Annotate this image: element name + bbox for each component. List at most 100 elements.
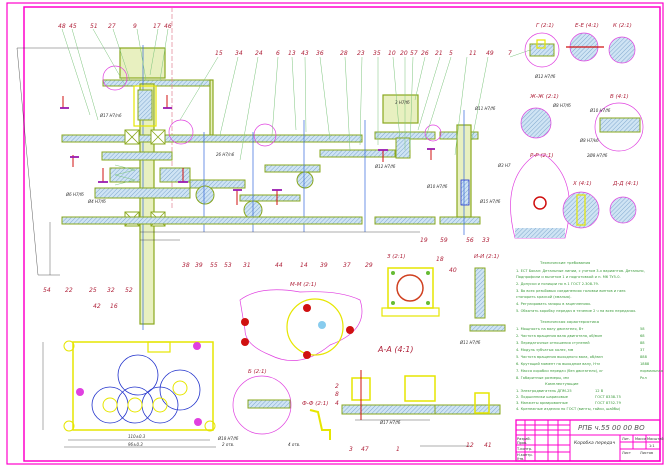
part-label: 23 [357,50,365,57]
section-label-zhzh: Ж-Ж (2:1) [529,94,559,100]
part-label: 26 [421,50,429,57]
dimension: 26 H7/n6 [216,152,235,157]
part-label: 34 [235,50,243,57]
part-label: 9 [133,23,137,30]
part-label: 31 [243,262,251,269]
part-label: 43 [301,50,309,57]
dimension: Ø15 H7/f6 [479,199,501,204]
dimension: Ø10 H7/f6 [589,108,611,113]
tech-char-value: Ркл [640,376,647,380]
part-label: 28 [340,50,348,57]
technical-requirements: Технические требования 1. ЕСТ Бокал: Дет… [516,260,645,313]
tech-req-item: Подпрофили и вычетом 1 и подготовкой и п… [516,275,621,279]
dimension: 2Ø8 H7/f6 [587,153,608,158]
part-label: 15 [215,50,223,57]
part-label: 40 [449,267,457,274]
section-label-ii: И-И (2:1) [474,254,499,260]
part-label: 55 [210,262,218,269]
tech-req-item: 2. Допуски и позиции по п.1 ГОСТ 2.308-7… [516,282,599,286]
tech-char-value: 88 [640,341,645,345]
tb-cell: Масштаб [647,437,664,441]
main-gearbox-section [16,7,481,330]
part-label: 51 [90,23,98,30]
tech-char-value: 68 [640,334,645,338]
tech-req-item: 4. Регулировать зазоры в зацеплениях. [516,302,591,306]
part-label: 12 [466,442,474,449]
part-label: 3 [349,446,353,453]
section-labels: Г (2:1) Е-Е (4:1) К (2:1) Ж-Ж (2:1) В (4… [248,23,638,407]
tech-char-item: 6. Крутящий момент на выходном валу, Н·м [516,362,600,366]
section-label-x: Х (4:1) [572,181,592,187]
tech-char-value: 58 [640,327,645,331]
part-label: 37 [343,262,351,269]
part-label: 24 [255,50,263,57]
aa-section [341,370,501,447]
tech-char-item: 7. Масса коробки передач (без двигателя)… [516,369,603,373]
tb-cell: Разраб. [517,437,531,441]
part-label: 44 [275,262,283,269]
dimension: Ø12 H7/f6 [534,74,556,79]
tb-cell: Масса [635,437,646,441]
tech-char-item: 8. Габаритные размеры, мм [516,376,569,380]
tech-char-item: 1. Мощность на валу двигателя, Вт [516,327,583,331]
dimension: Ø10 H7/f6 [426,184,448,189]
part-label: 10 [388,50,396,57]
part-label: 52 [125,287,133,294]
part-label: 19 [420,237,428,244]
section-label-ee: Е-Е (4:1) [575,23,599,29]
ff-section [309,409,331,440]
tech-char-value: 888 [640,355,648,359]
part-label: 35 [373,50,381,57]
part-label: 29 [365,262,373,269]
dimension: Ø11 H7/f6 [474,106,496,111]
materials-value: 12 В [595,389,604,393]
part-label: 49 [486,50,494,57]
part-label: 13 [288,50,296,57]
part-label: 38 [182,262,190,269]
part-labels-lower: 42 16 18 40 2 8 4 3 47 1 12 41 [93,256,492,453]
part-label: 5 [449,50,453,57]
section-label-rr: Р-Р (2:1) [530,153,554,159]
part-label: 11 [469,50,477,57]
tb-cell: Лист [622,451,631,455]
drawing-frame [6,2,664,465]
part-label: 22 [65,287,73,294]
materials-item: 2. Подшипники шариковые [516,395,569,399]
section-label-z: З (2:1) [387,254,405,260]
tech-req-item: 3. Во всех резьбовых соединениях головки… [516,289,626,293]
tech-char-value: 37 [640,348,645,352]
materials-item: 4. Крепежные изделия по ГОСТ (винты, гай… [516,407,621,411]
section-marks [60,95,435,205]
dimension: Ø12 H7/f6 [374,164,396,169]
title-block: РПБ ч.55 00 00 ВО Коробка передач Лит. М… [515,419,664,462]
mm-view [239,289,363,361]
dimension: Ø17 H7/f6 [379,420,401,425]
tb-cell: Лит. [622,437,630,441]
dimension-texts: Ø17 H7/n6 Ø12 H7/f6 Ø8 H7/f6 Ø10 H7/f6 Ø… [65,74,611,447]
dimension: Ø6 H7/f6 [65,192,84,197]
dimension: 3 H7/f6 [395,100,410,105]
tb-cell: Т.контр. [516,447,532,451]
dimension: 110±0.3 [128,434,146,439]
gear-layout-view [42,340,216,448]
materials-value: ГОСТ 8338-75 [595,395,621,399]
section-label-mm: М-М (2:1) [290,282,316,288]
materials-item: 1. Электродвигатель ДПМ-25 [516,389,572,393]
part-label: 59 [440,237,448,244]
tech-char-item: 5. Частота вращения выходного вала, об/м… [516,355,603,359]
part-label: 7 [508,50,512,57]
part-label: 57 [410,50,418,57]
part-label: 36 [316,50,324,57]
part-label: 14 [300,262,308,269]
part-label: 45 [69,23,77,30]
tech-char-title: Техническая характеристика [539,319,599,324]
part-label: 48 [58,23,66,30]
dimension: Ø18 H7/f6 [217,436,239,441]
dimension: Ø8 H7/f6 [552,103,571,108]
tech-req-item: 1. ЕСТ Бокал: Детальные линии, с учетом … [516,269,645,273]
tech-req-title: Технические требования [539,260,590,265]
section-label-aa: А-А (4:1) [377,345,414,354]
materials-title: Комплектующие [545,381,579,386]
part-label: 4 [335,400,339,407]
